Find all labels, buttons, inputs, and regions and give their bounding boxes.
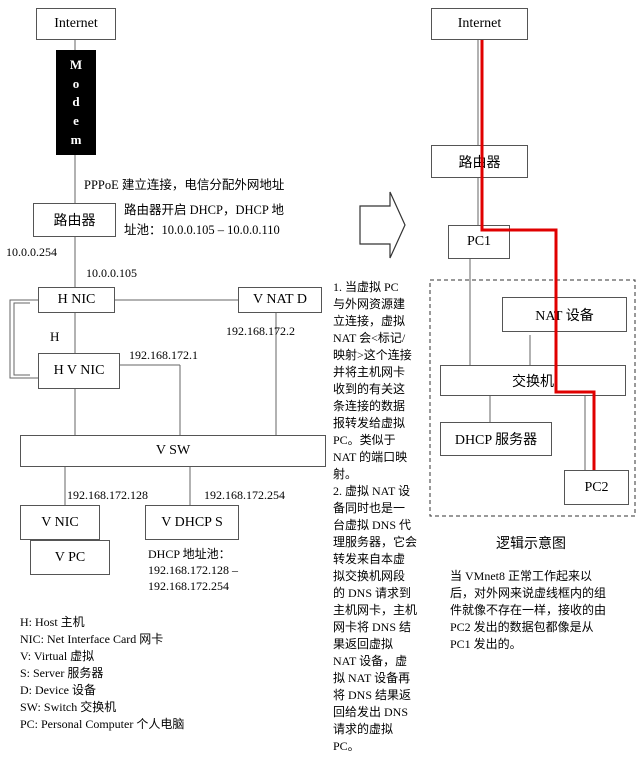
virtual-nic-box: V NIC — [20, 505, 100, 540]
note-line: 请求的虚拟 — [333, 722, 394, 736]
dhcp-pool-line2: 192.168.172.128 – — [148, 563, 238, 577]
host-virtual-nic-label: H V NIC — [53, 363, 105, 378]
pc1-box: PC1 — [448, 225, 510, 259]
pc2-label: PC2 — [584, 479, 609, 495]
note-line: 收到的有关这 — [333, 382, 406, 396]
router-label: 路由器 — [53, 214, 96, 229]
ip-host-nic: 10.0.0.105 — [86, 266, 137, 280]
internet-label: Internet — [54, 16, 98, 31]
note-line: 拟交换机网段 — [333, 569, 406, 583]
switch-box: 交换机 — [440, 365, 626, 396]
dhcp-pool-line3: 192.168.172.254 — [148, 579, 229, 593]
note-line: 与外网资源建 — [333, 297, 406, 311]
host-label: H — [50, 329, 60, 344]
desc-line: 后，对外网来说虚线框内的组 — [450, 586, 607, 600]
modem-box: M o d e m — [56, 50, 96, 155]
note-line: 主机网卡，主机 — [333, 603, 418, 617]
note-line: 射。 — [333, 467, 358, 481]
desc-line: 件就像不存在一样，接收的由 — [450, 603, 607, 617]
virtual-nat-device-box: V NAT D — [238, 287, 322, 313]
nat-device-label: NAT 设备 — [535, 308, 594, 324]
host-nic-label: H NIC — [57, 292, 96, 307]
ip-router-inside: 10.0.0.254 — [6, 245, 57, 259]
legend-item: H: Host 主机 — [20, 615, 85, 629]
desc-line: PC2 发出的数据包都像是从 — [450, 620, 594, 634]
ip-virtual-nic: 192.168.172.128 — [67, 488, 148, 502]
modem-letter: d — [72, 94, 80, 110]
note-line: 将 DNS 结果返 — [333, 688, 412, 702]
virtual-pc-label: V PC — [54, 549, 86, 565]
note-line: 的 DNS 请求到 — [333, 586, 412, 600]
dhcp-server-box: DHCP 服务器 — [440, 422, 552, 456]
virtual-nic-label: V NIC — [41, 514, 79, 530]
desc-line: PC1 发出的。 — [450, 637, 522, 651]
note-line: 条连接的数据 — [333, 399, 406, 413]
ip-virtual-dhcp: 192.168.172.254 — [204, 488, 285, 502]
ip-host-virtual-nic: 192.168.172.1 — [129, 348, 198, 362]
note-line: 1. 当虚拟 PC — [333, 280, 399, 294]
virtual-dhcp-server-label: V DHCP S — [161, 514, 223, 530]
host-nic-box: H NIC — [38, 287, 115, 313]
note-line: 网卡将 DNS 结 — [333, 620, 412, 634]
note-line: 果返回虚拟 — [333, 637, 394, 651]
legend-item: S: Server 服务器 — [20, 666, 104, 680]
internet-label: Internet — [457, 16, 502, 31]
note-line: 转发来自本虚 — [333, 552, 406, 566]
switch-label: 交换机 — [512, 374, 554, 390]
note-line: NAT 会<标记/ — [333, 331, 406, 345]
note-line: 报转发给虚拟 — [333, 416, 406, 430]
router-box-right: 路由器 — [431, 145, 528, 178]
note-line: 回给发出 DNS — [333, 705, 409, 719]
legend-item: V: Virtual 虚拟 — [20, 649, 95, 663]
virtual-pc-box: V PC — [30, 540, 110, 575]
legend-item: PC: Personal Computer 个人电脑 — [20, 717, 185, 731]
internet-box-right: Internet — [431, 8, 528, 40]
router-dhcp-line2: 址池：10.0.0.105 – 10.0.0.110 — [124, 223, 280, 237]
router-box-left: 路由器 — [33, 203, 116, 237]
note-line: 拟 NAT 设备再 — [333, 671, 411, 685]
note-line: 立连接，虚拟 — [333, 314, 406, 328]
pc1-label: PC1 — [466, 234, 492, 249]
note-line: PC。类似于 — [333, 433, 396, 447]
virtual-dhcp-server-box: V DHCP S — [145, 505, 239, 540]
legend-item: D: Device 设备 — [20, 683, 96, 697]
ip-virtual-nat: 192.168.172.2 — [226, 324, 295, 338]
dhcp-pool-line1: DHCP 地址池： — [148, 547, 231, 561]
legend: H: Host 主机 NIC: Net Interface Card 网卡 V:… — [20, 614, 184, 733]
internet-box-left: Internet — [36, 8, 116, 40]
modem-letter: m — [70, 131, 82, 147]
modem-letter: e — [73, 113, 79, 129]
pppoe-note: PPPoE 建立连接，电信分配外网地址 — [84, 178, 285, 192]
modem-letter: o — [72, 75, 80, 91]
nat-device-box: NAT 设备 — [502, 297, 627, 332]
legend-item: NIC: Net Interface Card 网卡 — [20, 632, 164, 646]
right-description: 当 VMnet8 正常工作起来以 后，对外网来说虚线框内的组 件就像不存在一样，… — [450, 568, 606, 653]
host-virtual-nic-box: H V NIC — [38, 353, 120, 389]
virtual-switch-box: V SW — [20, 435, 326, 467]
note-line: 映射>这个连接 — [333, 348, 412, 362]
legend-item: SW: Switch 交换机 — [20, 700, 117, 714]
nat-explanation-notes: 1. 当虚拟 PC 与外网资源建 立连接，虚拟 NAT 会<标记/ 映射>这个连… — [333, 279, 428, 755]
pc2-box: PC2 — [564, 470, 629, 505]
router-label: 路由器 — [458, 155, 501, 171]
note-line: NAT 的端口映 — [333, 450, 408, 464]
note-line: 2. 虚拟 NAT 设 — [333, 484, 411, 498]
note-line: 台虚拟 DNS 代 — [333, 518, 412, 532]
note-line: NAT 设备，虚 — [333, 654, 408, 668]
desc-line: 当 VMnet8 正常工作起来以 — [450, 569, 592, 583]
virtual-switch-label: V SW — [155, 443, 191, 458]
diagram-caption: 逻辑示意图 — [496, 537, 566, 552]
modem-letter: M — [69, 57, 83, 73]
note-line: PC。 — [333, 739, 360, 753]
router-dhcp-line1: 路由器开启 DHCP，DHCP 地 — [124, 203, 284, 217]
virtual-nat-device-label: V NAT D — [253, 292, 307, 307]
note-line: 并将主机网卡 — [333, 365, 406, 379]
note-line: 理服务器，它会 — [333, 535, 418, 549]
note-line: 备同时也是一 — [333, 501, 406, 515]
dhcp-server-label: DHCP 服务器 — [454, 433, 538, 448]
